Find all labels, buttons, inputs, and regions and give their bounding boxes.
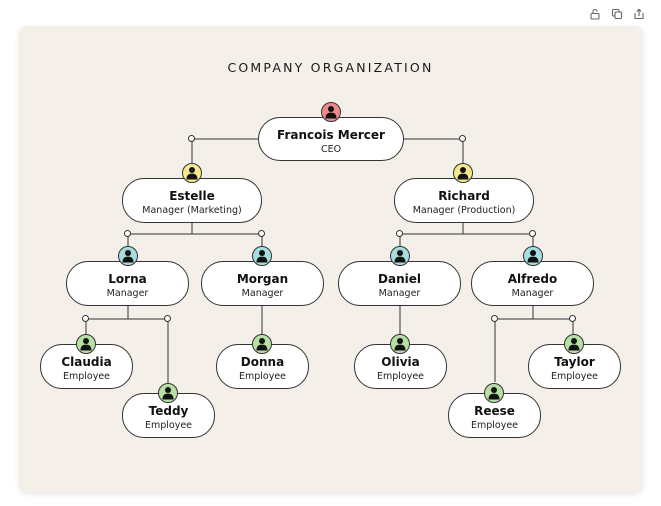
connector-dot [188,135,195,142]
copy-icon[interactable] [609,6,625,22]
person-icon [564,334,584,354]
node-name: Reese [474,404,515,418]
person-icon [252,334,272,354]
node-name: Daniel [378,272,421,286]
node-daniel[interactable]: Daniel Manager [338,261,461,306]
node-role: Manager [106,288,149,299]
connector-dot [164,315,171,322]
node-role: Manager [511,288,554,299]
node-lorna[interactable]: Lorna Manager [66,261,189,306]
connector-dot [396,230,403,237]
person-icon [453,163,473,183]
node-name: Alfredo [507,272,558,286]
node-role: Manager (Marketing) [142,205,242,216]
person-icon [158,383,178,403]
share-icon[interactable] [631,6,647,22]
node-name: Richard [438,189,490,203]
node-name: Olivia [381,355,420,369]
node-role: Employee [376,371,425,382]
person-icon [390,334,410,354]
node-role: Employee [144,420,193,431]
node-name: Taylor [554,355,595,369]
node-name: Estelle [169,189,215,203]
unlock-icon[interactable] [587,6,603,22]
node-role: Manager [241,288,284,299]
toolbar [587,6,647,22]
node-role: Manager [378,288,421,299]
connector-dot [529,230,536,237]
node-richard[interactable]: Richard Manager (Production) [394,178,534,223]
person-icon [182,163,202,183]
node-role: Employee [470,420,519,431]
node-name: Francois Mercer [277,128,385,142]
connector-dot [459,135,466,142]
person-icon [118,246,138,266]
person-icon [523,246,543,266]
diagram-title: COMPANY ORGANIZATION [227,60,434,75]
node-ceo[interactable]: Francois Mercer CEO [258,117,404,161]
node-name: Lorna [108,272,147,286]
node-role: Manager (Production) [412,205,516,216]
node-name: Claudia [61,355,112,369]
node-name: Teddy [148,404,189,418]
connector-dot [569,315,576,322]
node-name: Donna [240,355,285,369]
node-alfredo[interactable]: Alfredo Manager [471,261,594,306]
node-estelle[interactable]: Estelle Manager (Marketing) [122,178,262,223]
connector-dot [258,230,265,237]
node-role: Employee [62,371,111,382]
node-morgan[interactable]: Morgan Manager [201,261,324,306]
connector-dot [124,230,131,237]
node-role: CEO [320,144,342,155]
connector-dot [491,315,498,322]
person-icon [76,334,96,354]
node-role: Employee [550,371,599,382]
connector-dot [82,315,89,322]
node-name: Morgan [236,272,289,286]
person-icon [390,246,410,266]
person-icon [484,383,504,403]
person-icon [321,102,341,122]
person-icon [252,246,272,266]
node-role: Employee [238,371,287,382]
